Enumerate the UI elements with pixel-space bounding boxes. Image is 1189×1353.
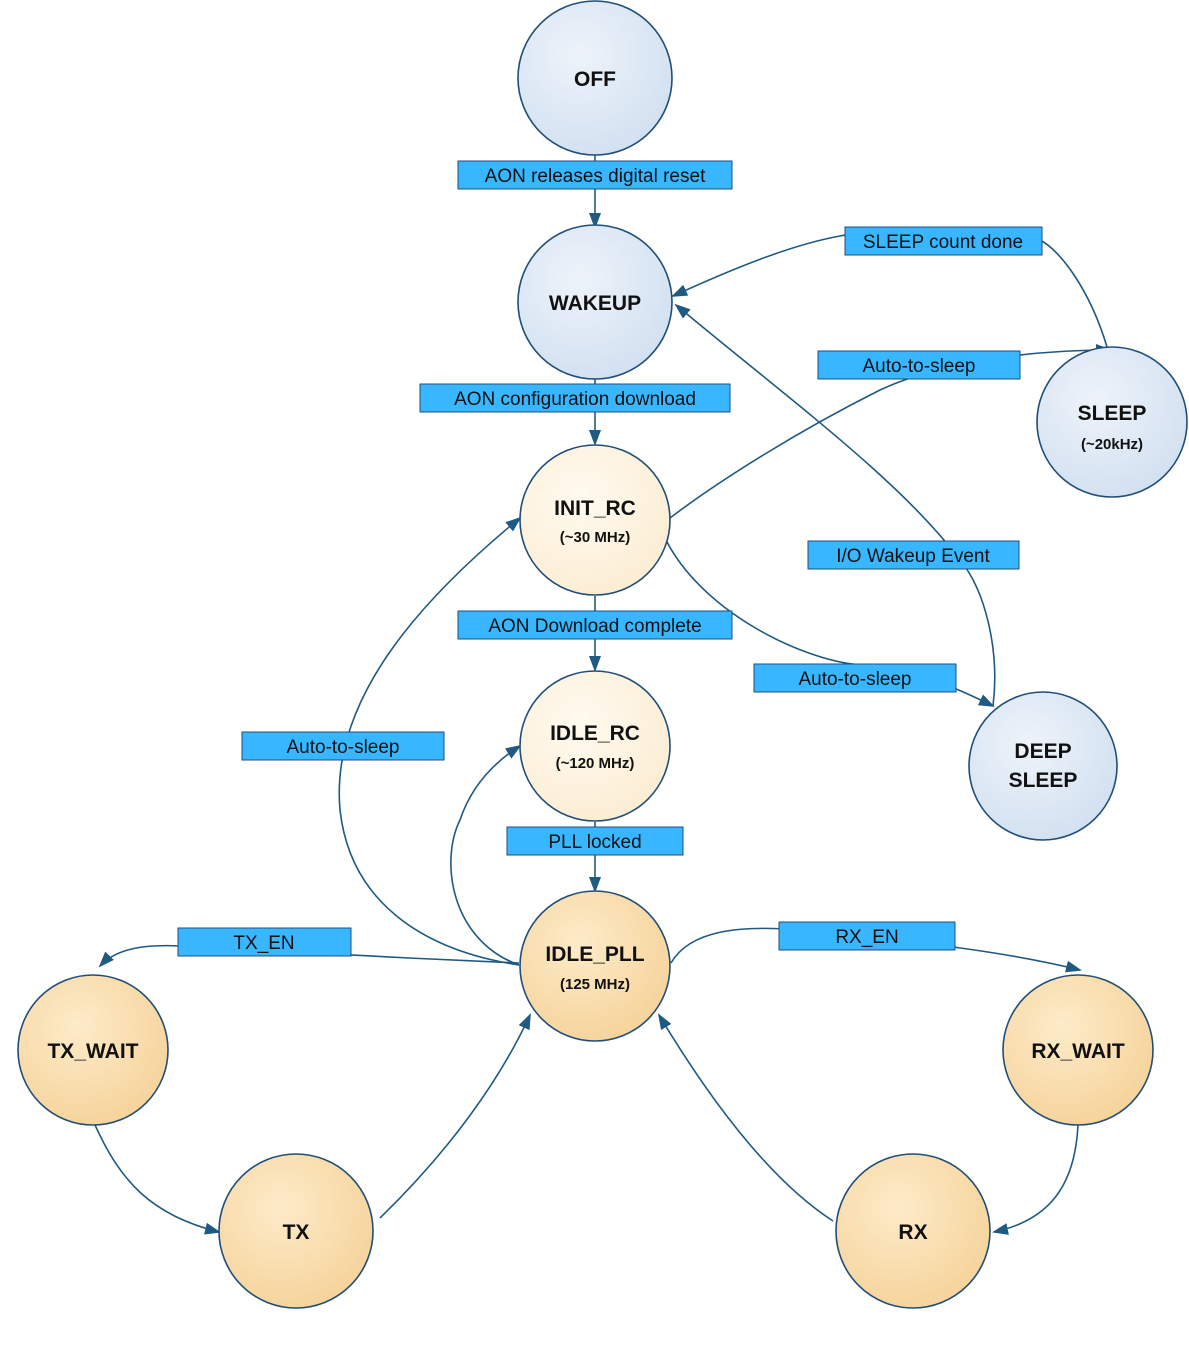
state-sleep: SLEEP (~20kHz) <box>1036 346 1188 498</box>
state-name: SLEEP <box>1078 402 1147 425</box>
state-name: INIT_RC <box>554 497 636 520</box>
transition-text: PLL locked <box>548 832 641 853</box>
state-rx: RX <box>835 1153 991 1309</box>
state-idle-pll: IDLE_PLL (125 MHz) <box>519 890 671 1042</box>
state-wakeup: WAKEUP <box>517 224 673 380</box>
state-frequency: (~30 MHz) <box>560 529 630 546</box>
state-name: IDLE_RC <box>550 722 640 745</box>
state-name: DEEP <box>1014 740 1071 763</box>
state-frequency: (~20kHz) <box>1081 436 1143 453</box>
transition-label-wakeup-to-init: AON configuration download <box>419 383 731 413</box>
transition-label-pll-to-init: Auto-to-sleep <box>241 731 445 761</box>
transition-label-pll-locked: PLL locked <box>506 826 684 856</box>
edge-tx-to-pll <box>379 1013 531 1219</box>
transition-text: SLEEP count done <box>863 232 1023 253</box>
state-tx-wait: TX_WAIT <box>17 974 169 1126</box>
state-deep-sleep: DEEP SLEEP <box>968 691 1118 841</box>
state-name-line2: SLEEP <box>1009 769 1078 792</box>
transition-text: Auto-to-sleep <box>286 737 399 758</box>
transition-text: AON releases digital reset <box>485 166 706 187</box>
state-idle-rc: IDLE_RC (~120 MHz) <box>519 670 671 822</box>
edge-pll-to-init <box>338 516 522 966</box>
state-name: TX_WAIT <box>47 1040 138 1063</box>
transition-label-init-to-deep: Auto-to-sleep <box>753 663 957 693</box>
state-rx-wait: RX_WAIT <box>1002 974 1154 1126</box>
transition-text: AON Download complete <box>488 616 701 637</box>
state-name: OFF <box>574 68 616 91</box>
edge-pll-to-idle <box>450 744 522 966</box>
state-name: RX_WAIT <box>1031 1040 1125 1063</box>
state-name: IDLE_PLL <box>545 943 644 966</box>
transition-label-init-to-idle: AON Download complete <box>457 610 733 640</box>
state-name: TX <box>283 1221 310 1244</box>
transition-text: TX_EN <box>233 933 294 954</box>
edge-init-to-sleep <box>669 344 1112 519</box>
transition-text: RX_EN <box>835 927 898 948</box>
transition-text: AON configuration download <box>454 389 696 410</box>
edge-deep-to-wakeup <box>674 303 996 707</box>
transition-label-sleep-count-done: SLEEP count done <box>844 226 1043 256</box>
state-frequency: (~120 MHz) <box>556 755 635 772</box>
edge-rxwait-to-rx <box>992 1124 1079 1235</box>
transition-label-off-to-wakeup: AON releases digital reset <box>457 160 733 190</box>
edge-rx-to-pll <box>657 1013 834 1222</box>
state-name: WAKEUP <box>549 292 641 315</box>
state-tx: TX <box>218 1153 374 1309</box>
transition-text: Auto-to-sleep <box>862 356 975 377</box>
state-off: OFF <box>517 0 673 156</box>
transition-label-rx-en: RX_EN <box>778 921 956 951</box>
transition-label-tx-en: TX_EN <box>177 927 352 957</box>
state-frequency: (125 MHz) <box>560 976 630 993</box>
transition-label-io-wakeup: I/O Wakeup Event <box>807 540 1020 570</box>
edge-txwait-to-tx <box>94 1124 221 1235</box>
transition-text: Auto-to-sleep <box>798 669 911 690</box>
transition-text: I/O Wakeup Event <box>836 546 990 567</box>
state-init-rc: INIT_RC (~30 MHz) <box>519 444 671 596</box>
transition-label-init-to-sleep: Auto-to-sleep <box>817 350 1021 380</box>
state-name: RX <box>898 1221 927 1244</box>
